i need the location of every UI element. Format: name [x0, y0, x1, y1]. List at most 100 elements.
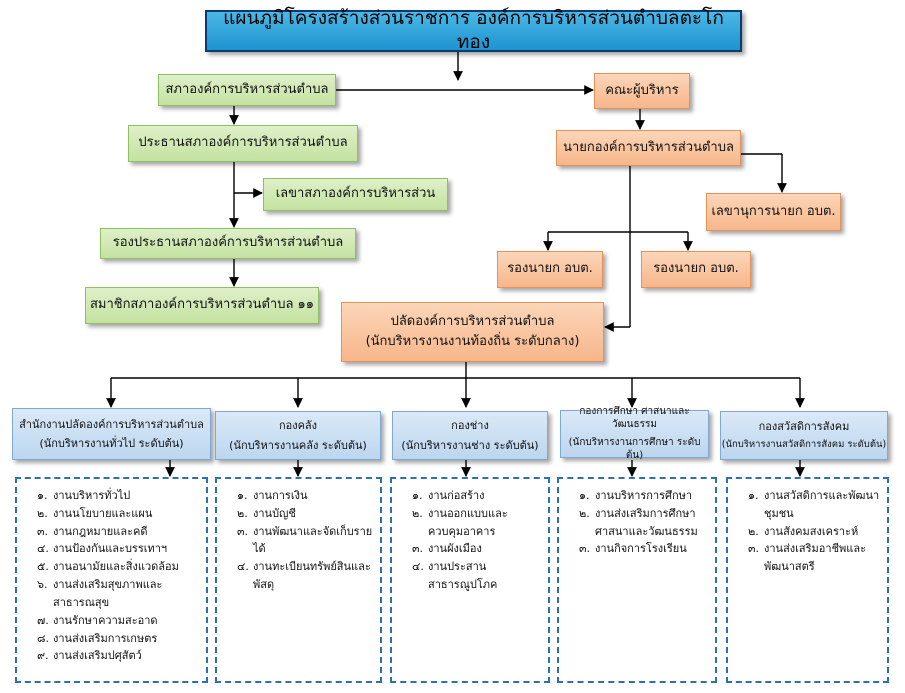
department-box-office: สำนักงานปลัดองค์การบริหารส่วนตำบล (นักบร…: [12, 408, 211, 460]
task-number: ๒.: [412, 506, 423, 520]
task-list-welfare: ๑.งานสวัสดิการและพัฒนาชุมชน๒.งานสังคมสงเ…: [726, 477, 889, 683]
task-item: ๑. งานการเงิน: [237, 487, 374, 505]
task-text: งานรักษาความสะอาด: [53, 613, 158, 627]
task-item: ๒. งานบัญชี: [237, 505, 374, 523]
task-text: งานส่งเสริมสุขภาพและสาธารณสุข: [53, 578, 163, 609]
deputy-mayor-box-2: รองนายก อบต.: [641, 251, 751, 288]
task-item: ๒.งานออกแบบและควบคุมอาคาร: [412, 505, 542, 541]
mayor-secretary-label: เลขานุการนายก อบต.: [711, 203, 836, 219]
task-number: ๑.: [579, 489, 590, 502]
task-number: ๖.: [37, 578, 48, 592]
task-text: งานนโยบายและแผน: [53, 506, 153, 520]
task-item: ๙. งานส่งเสริมปศุสัตว์: [37, 647, 200, 665]
department-name: กองสวัสดิการสังคม: [758, 419, 850, 433]
clerk-box: ปลัดองค์การบริหารส่วนตำบล (นักบริหารงานง…: [341, 302, 604, 362]
task-item: ๘. งานส่งเสริมการเกษตร: [37, 630, 200, 648]
council-label: สภาองค์การบริหารส่วนตำบล: [165, 81, 329, 97]
task-list-education: ๑. งานบริหารการศึกษา๒. งานส่งเสริมการศึกษา…: [557, 477, 717, 683]
task-text: งานบริหารการศึกษา: [595, 489, 693, 502]
task-text: งานส่งเสริมปศุสัตว์: [53, 649, 142, 663]
task-item: ๑. งานก่อสร้าง: [412, 487, 542, 505]
task-number: ๙.: [37, 649, 49, 663]
mayor-label: นายกองค์การบริหารส่วนตำบล: [563, 139, 734, 155]
department-box-finance: กองคลัง (นักบริหารงานคลัง ระดับต้น): [215, 411, 381, 460]
task-text: งานผังเมือง: [428, 542, 482, 556]
task-text: งานบัญชี: [253, 506, 296, 520]
deputy-mayor-box-1: รองนายก อบต.: [497, 251, 603, 288]
task-item: ๓. งานพัฒนาและจัดเก็บรายได้: [237, 523, 374, 559]
task-item: ๒. งานส่งเสริมการศึกษาศาสนาและวัฒนธรรม: [579, 505, 709, 541]
deputy-mayor-label-2: รองนายก อบต.: [653, 261, 739, 277]
council-vice-chairman-label: รองประธานสภาองค์การบริหารส่วนตำบล: [112, 235, 344, 251]
task-text: งานก่อสร้าง: [428, 489, 485, 502]
task-list-finance: ๑. งานการเงิน๒. งานบัญชี๓. งานพัฒนาและจัดเก…: [215, 477, 382, 683]
task-number: ๔.: [37, 542, 49, 556]
task-item: ๗. งานรักษาความสะอาด: [37, 612, 200, 630]
department-level: (นักบริหารงานทั่วไป ระดับต้น): [39, 436, 184, 450]
department-name: สำนักงานปลัดองค์การบริหารส่วนตำบล: [19, 417, 204, 431]
chart-title: แผนภูมิโครงสร้างส่วนราชการ องค์การบริหาร…: [205, 7, 742, 53]
council-chairman-box: ประธานสภาองค์การบริหารส่วนตำบล: [128, 125, 358, 162]
task-list-office: ๑. งานบริหารทั่วไป๒. งานนโยบายและแผน๓. งานก…: [15, 477, 208, 683]
task-item: ๑.งานสวัสดิการและพัฒนาชุมชน: [748, 487, 881, 523]
task-item: ๓.งานส่งเสริมอาชีพและพัฒนาสตรี: [748, 540, 881, 576]
task-number: ๓.: [412, 542, 424, 556]
clerk-level: (นักบริหารงานงานท้องถิ่น ระดับกลาง): [365, 334, 580, 349]
task-text: งานพัฒนาและจัดเก็บรายได้: [253, 524, 373, 556]
task-number: ๓.: [579, 542, 591, 556]
department-level: (นักบริหารงานคลัง ระดับต้น): [229, 438, 367, 452]
task-item: ๑. งานบริหารทั่วไป: [37, 487, 200, 505]
department-name: กองช่าง: [451, 418, 489, 432]
department-level: (นักบริหารงานช่าง ระดับต้น): [401, 438, 539, 452]
council-box: สภาองค์การบริหารส่วนตำบล: [158, 74, 336, 106]
task-number: ๓.: [237, 524, 249, 538]
task-text: งานกิจการโรงเรียน: [595, 542, 687, 556]
mayor-box: นายกองค์การบริหารส่วนตำบล: [556, 130, 741, 166]
task-text: งานส่งเสริมการศึกษาศาสนาและวัฒนธรรม: [595, 506, 698, 538]
department-name: กองการศึกษา ศาสนาและวัฒนธรรม: [579, 406, 690, 430]
task-item: ๒.งานสังคมสงเคราะห์: [748, 523, 881, 541]
task-item: ๓. งานผังเมือง: [412, 540, 542, 558]
task-text: งานอนามัยและสิ่งแวดล้อม: [53, 560, 179, 574]
task-item: ๓. งานกฎหมายและคดี: [37, 523, 200, 541]
council-vice-chairman-box: รองประธานสภาองค์การบริหารส่วนตำบล: [100, 228, 356, 259]
clerk-title: ปลัดองค์การบริหารส่วนตำบล: [390, 313, 555, 329]
department-box-education: กองการศึกษา ศาสนาและวัฒนธรรม (นักบริหารง…: [560, 406, 709, 461]
council-chairman-label: ประธานสภาองค์การบริหารส่วนตำบล: [138, 135, 348, 151]
task-item: ๔.งานป้องกันและบรรเทาฯ: [37, 540, 200, 558]
department-level: (นักบริหารงานสวัสดิการสังคม ระดับต้น): [721, 439, 887, 451]
mayor-secretary-box: เลขานุการนายก อบต.: [706, 193, 841, 231]
task-text: งานทะเบียนทรัพย์สินและพัสดุ: [253, 560, 371, 592]
task-text: งานกฎหมายและคดี: [53, 524, 148, 538]
task-text: งานสวัสดิการและพัฒนาชุมชน: [764, 489, 880, 520]
task-number: ๗.: [37, 613, 49, 627]
task-number: ๒.: [37, 506, 48, 520]
task-text: งานประสานสาธารณูปโภค: [428, 560, 498, 592]
task-number: ๑.: [237, 489, 248, 502]
task-number: ๔.: [412, 560, 424, 574]
task-text: งานบริหารทั่วไป: [53, 489, 131, 502]
task-number: ๑.: [412, 489, 423, 502]
department-name: กองคลัง: [278, 418, 318, 432]
task-number: ๑.: [37, 489, 48, 502]
department-box-engineering: กองช่าง (นักบริหารงานช่าง ระดับต้น): [392, 411, 548, 460]
task-number: ๓.: [748, 542, 760, 556]
task-number: ๒.: [237, 506, 248, 520]
executives-box: คณะผู้บริหาร: [594, 73, 690, 109]
council-secretary-box: เลขาสภาองค์การบริหารส่วน: [263, 178, 448, 211]
task-item: ๑. งานบริหารการศึกษา: [579, 487, 709, 505]
task-item: ๓. งานกิจการโรงเรียน: [579, 540, 709, 558]
deputy-mayor-label-1: รองนายก อบต.: [507, 261, 593, 277]
task-number: ๕.: [37, 560, 49, 574]
task-item: ๒. งานนโยบายและแผน: [37, 505, 200, 523]
task-text: งานการเงิน: [253, 489, 308, 502]
department-level: (นักบริหารงานการศึกษา ระดับต้น): [568, 437, 701, 461]
task-item: ๔. งานประสานสาธารณูปโภค: [412, 558, 542, 594]
task-number: ๘.: [37, 631, 49, 645]
task-item: ๕. งานอนามัยและสิ่งแวดล้อม: [37, 558, 200, 576]
task-number: ๒.: [579, 506, 590, 520]
task-number: ๓.: [37, 524, 49, 538]
task-text: งานส่งเสริมการเกษตร: [53, 631, 158, 645]
task-text: งานสังคมสงเคราะห์: [764, 524, 859, 538]
